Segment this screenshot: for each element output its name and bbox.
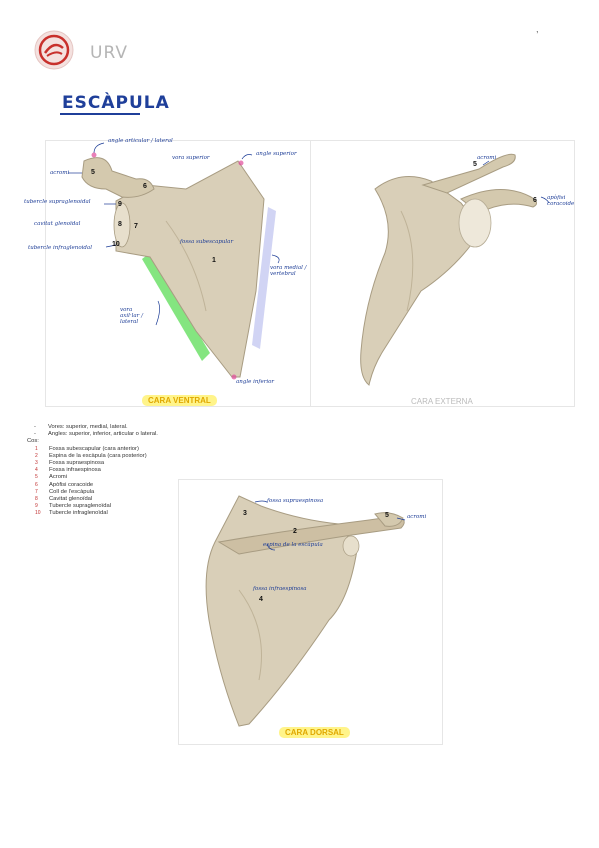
marker-7: 7 xyxy=(134,223,138,230)
ventral-view-panel: angle articular / lateral angle superior… xyxy=(24,138,311,407)
label-acromi-dorsal: acromi xyxy=(407,514,427,520)
note-item-num: 5 xyxy=(35,474,38,481)
notes-list: -Vores: superior, medial, lateral. -Angl… xyxy=(27,424,158,517)
label-espina-escapula: espina de la escàpula xyxy=(263,542,323,548)
note-cos-label: Cos: xyxy=(27,438,39,445)
caption-cara-externa: CARA EXTERNA xyxy=(411,397,473,406)
label-angle-articular: angle articular / lateral xyxy=(108,138,173,144)
marker-8: 8 xyxy=(118,221,122,228)
note-item-num: 8 xyxy=(35,496,38,503)
org-name: URV xyxy=(90,43,128,63)
marker-2: 2 xyxy=(293,528,297,535)
note-item: Fossa supraespinosa xyxy=(49,460,105,467)
label-angle-superior: angle superior xyxy=(256,151,297,157)
marker-5-dorsal: 5 xyxy=(385,512,389,519)
label-angle-inferior: angle inferior xyxy=(236,379,275,385)
note-item: Fossa subescapular (cara anterior) xyxy=(49,445,139,452)
urv-logo-icon xyxy=(34,30,74,70)
dorsal-view-panel: fossa supraespinosa acromi espina de la … xyxy=(178,479,443,745)
label-cavitat-glenoidal: cavitat glenoïdal xyxy=(34,221,81,227)
note-item: Tubercle infraglenoïdal xyxy=(49,510,108,517)
note-item-num: 1 xyxy=(35,445,38,452)
marker-10: 10 xyxy=(112,241,120,248)
marker-9: 9 xyxy=(118,201,122,208)
note-angles: Angles: superior, inferior, articular o … xyxy=(48,431,158,438)
note-item-num: 3 xyxy=(35,460,38,467)
marker-5-ext: 5 xyxy=(473,161,477,168)
marker-6-ext: 6 xyxy=(533,197,537,204)
note-item-num: 2 xyxy=(35,452,38,459)
marker-6: 6 xyxy=(143,183,147,190)
marker-1: 1 xyxy=(212,257,216,264)
note-item-num: 4 xyxy=(35,467,38,474)
marker-3: 3 xyxy=(243,510,247,517)
note-item-num: 10 xyxy=(35,510,41,517)
note-item-num: 6 xyxy=(35,481,38,488)
note-item: Tubercle supraglenoïdal xyxy=(49,503,111,510)
dorsal-scapula-illustration xyxy=(205,495,406,727)
label-vora-medial: vora medial / vertebral xyxy=(270,265,307,277)
label-vora-superior: vora superior xyxy=(172,155,210,161)
note-item: Espina de la escàpula (cara posterior) xyxy=(49,452,147,459)
note-item: Cavitat glenoïdal xyxy=(49,496,93,503)
marker-5: 5 xyxy=(91,169,95,176)
external-view-panel: acromi apòfisi coracoide 5 6 CARA EXTERN… xyxy=(310,140,575,407)
title-underline xyxy=(60,113,140,115)
label-tubercle-supraglenoidal: tubercle supraglenoidal xyxy=(24,199,91,205)
note-vores: Vores: superior, medial, lateral. xyxy=(48,424,128,430)
marker-4: 4 xyxy=(259,596,263,603)
label-acromi-ext: acromi xyxy=(477,155,497,161)
external-scapula-illustration xyxy=(360,153,550,386)
ventral-scapula-illustration xyxy=(68,142,280,380)
label-tubercle-infraglenoidal: tubercle infraglenoidal xyxy=(28,245,92,251)
label-apofisi-coracoide: apòfisi coracoide xyxy=(547,195,575,207)
note-item: Fossa infraespinosa xyxy=(49,467,101,474)
label-vora-axillar: vora axil·lar / lateral xyxy=(120,307,143,325)
note-item: Apòfisi coracoide xyxy=(49,481,94,488)
note-item: Coll de l'escàpula xyxy=(49,488,95,495)
note-item-num: 9 xyxy=(35,503,38,510)
note-item: Acromi xyxy=(49,474,68,481)
caption-cara-dorsal: CARA DORSAL xyxy=(279,727,350,738)
label-fossa-infraespinosa: fossa infraespinosa xyxy=(253,586,307,592)
caption-cara-ventral: CARA VENTRAL xyxy=(142,395,217,406)
label-fossa-subescapular: fossa subescapular xyxy=(180,239,234,245)
note-item-num: 7 xyxy=(35,488,38,495)
label-fossa-supraespinosa: fossa supraespinosa xyxy=(267,498,324,504)
corner-mark: , xyxy=(536,24,539,34)
page-title: ESCÀPULA xyxy=(62,93,170,113)
label-acromi: acromi xyxy=(50,170,70,176)
